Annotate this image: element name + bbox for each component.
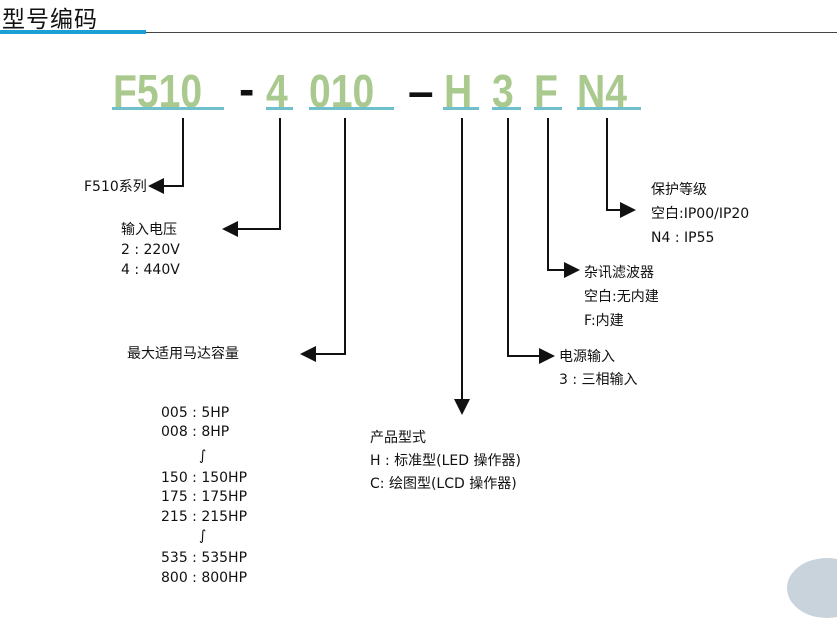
input-heading: 电源输入 [559, 349, 615, 365]
type-block: 产品型式 H : 标准型(LED 操作器) C: 绘图型(LCD 操作器) [370, 427, 521, 496]
protection-item: N4 : IP55 [651, 230, 715, 246]
filter-heading: 杂讯滤波器 [584, 265, 654, 281]
code-input: 3 [492, 65, 514, 117]
title-accent-bar [0, 30, 146, 34]
title-divider [146, 32, 837, 33]
protection-item: 空白:IP00/IP20 [651, 206, 750, 222]
underline [443, 107, 479, 110]
type-item: H : 标准型(LED 操作器) [370, 453, 521, 469]
series-label: F510系列 [84, 179, 147, 195]
ellipsis-mark: ∫ [199, 528, 207, 544]
voltage-block: 输入电压 2 : 220V 4 : 440V [121, 220, 180, 280]
voltage-heading: 输入电压 [121, 222, 177, 238]
underline [534, 107, 562, 110]
connector-lines [148, 118, 636, 415]
input-block: 电源输入 3 : 三相输入 [559, 346, 638, 392]
underline [266, 107, 293, 110]
capacity-block: 最大适用马达容量 005 : 5HP 008 : 8HP ∫ 150 : 150HP 1… [127, 345, 247, 588]
code-separator: - [239, 63, 255, 115]
type-item: C: 绘图型(LCD 操作器) [370, 476, 517, 492]
filter-item: 空白:无内建 [584, 289, 659, 305]
code-capacity: 010 [309, 65, 375, 117]
underline [309, 107, 394, 110]
capacity-heading: 最大适用马达容量 [127, 346, 239, 362]
capacity-item: 150 : 150HP [161, 469, 248, 486]
page-title: 型号编码 [2, 7, 98, 33]
underline [112, 107, 224, 110]
filter-block: 杂讯滤波器空白:无内建 F:内建 [584, 261, 659, 333]
capacity-item: 215 : 215HP [161, 508, 248, 525]
type-heading: 产品型式 [370, 430, 426, 446]
code-filter: F [534, 65, 558, 117]
capacity-item: 800 : 800HP [161, 569, 248, 586]
capacity-item: 005 : 5HP [161, 404, 230, 421]
input-item: 3 : 三相输入 [559, 372, 638, 388]
capacity-item: 175 : 175HP [161, 489, 248, 505]
code-type: H [444, 65, 473, 117]
capacity-item: 008 : 8HP [161, 424, 230, 440]
ellipsis-mark: ∫ [199, 447, 207, 464]
voltage-item: 4 : 440V [121, 262, 180, 278]
code-voltage: 4 [266, 65, 288, 117]
capacity-item: 535 : 535HP [161, 550, 248, 566]
protection-block: 保护等级空白:IP00/IP20 N4 : IP55 [651, 178, 749, 250]
underline [492, 107, 521, 110]
code-separator: – [408, 65, 434, 117]
filter-item: F:内建 [584, 313, 624, 329]
code-series: F510 [113, 65, 203, 117]
underline [577, 107, 641, 110]
voltage-item: 2 : 220V [121, 242, 180, 258]
code-protection: N4 [577, 65, 627, 117]
protection-heading: 保护等级 [651, 182, 707, 198]
